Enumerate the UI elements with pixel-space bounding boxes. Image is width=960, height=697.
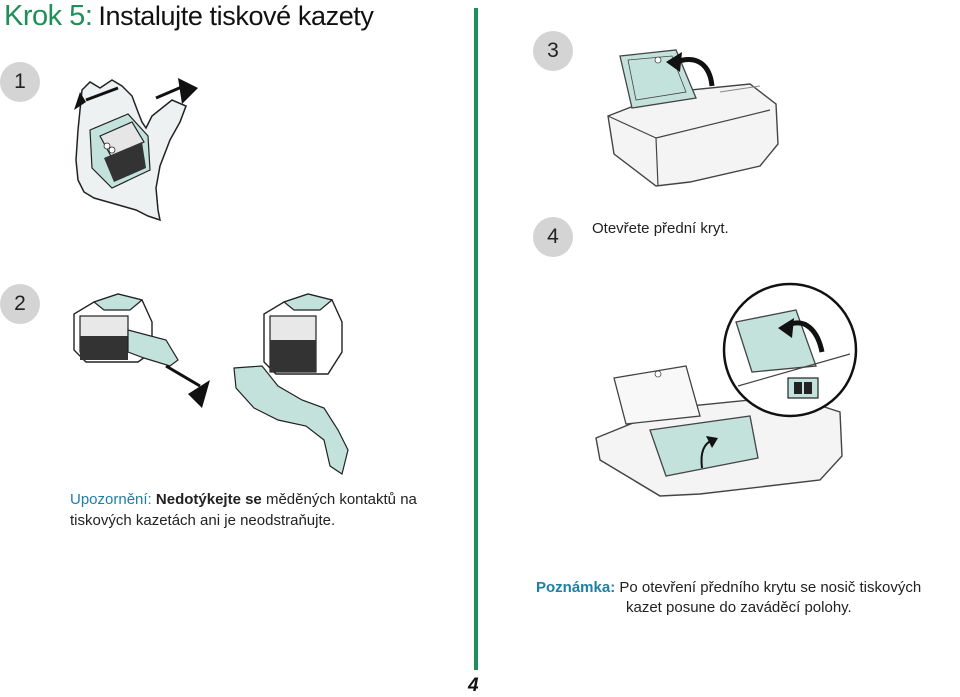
warning-text: Upozornění: Nedotýkejte se měděných kont…: [70, 489, 430, 531]
page-number: 4: [468, 675, 479, 696]
column-divider: [474, 8, 478, 670]
note-text: Poznámka: Po otevření předního krytu se …: [536, 578, 921, 618]
printer-front-cover-illustration: [595, 282, 858, 497]
note-line-2: kazet posune do zaváděcí polohy.: [626, 599, 852, 616]
step-4-caption: Otevřete přední kryt.: [592, 220, 729, 237]
note-label: Poznámka:: [536, 579, 616, 596]
step-title: Instalujte tiskové kazety: [98, 1, 374, 31]
step-2-badge: 2: [0, 284, 40, 324]
note-line-1: Po otevření předního krytu se nosič tisk…: [619, 579, 922, 596]
step-1-badge: 1: [0, 62, 40, 102]
step-4-badge: 4: [533, 217, 573, 257]
printer-paper-support-illustration: [607, 49, 779, 187]
warning-emphasis: Nedotýkejte se: [155, 491, 262, 508]
cartridge-package-illustration: [74, 78, 198, 222]
warning-body: měděných kontaktů na tiskových kazetách …: [70, 491, 417, 529]
warning-label: Upozornění:: [70, 491, 152, 508]
cartridge-tape-illustration: [73, 293, 349, 475]
step-3-badge: 3: [533, 31, 573, 71]
step-label: Krok 5:: [4, 0, 93, 32]
page-title: Krok 5:Instalujte tiskové kazety: [4, 0, 374, 33]
